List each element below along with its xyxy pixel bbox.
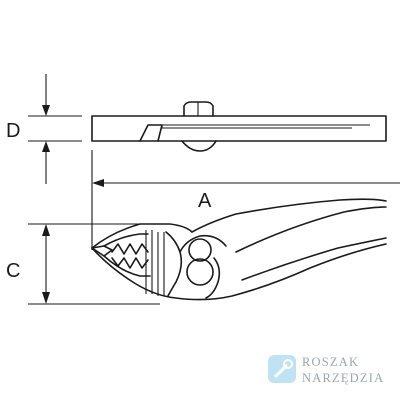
watermark-line-2: NARZĘDZIA	[302, 371, 384, 385]
dimension-d	[28, 74, 82, 184]
dimension-c	[28, 223, 166, 305]
wrench-icon	[268, 355, 296, 383]
dimension-a	[91, 150, 400, 250]
dimension-a-label: A	[198, 190, 212, 212]
watermark-line-1: ROSZAK	[302, 355, 359, 369]
dimension-d-label: D	[6, 120, 20, 142]
pliers-side-view	[91, 198, 387, 301]
pliers-top-view	[91, 101, 387, 152]
dimension-c-label: C	[6, 260, 20, 282]
watermark-logo: ROSZAK NARZĘDZIA	[268, 355, 384, 385]
